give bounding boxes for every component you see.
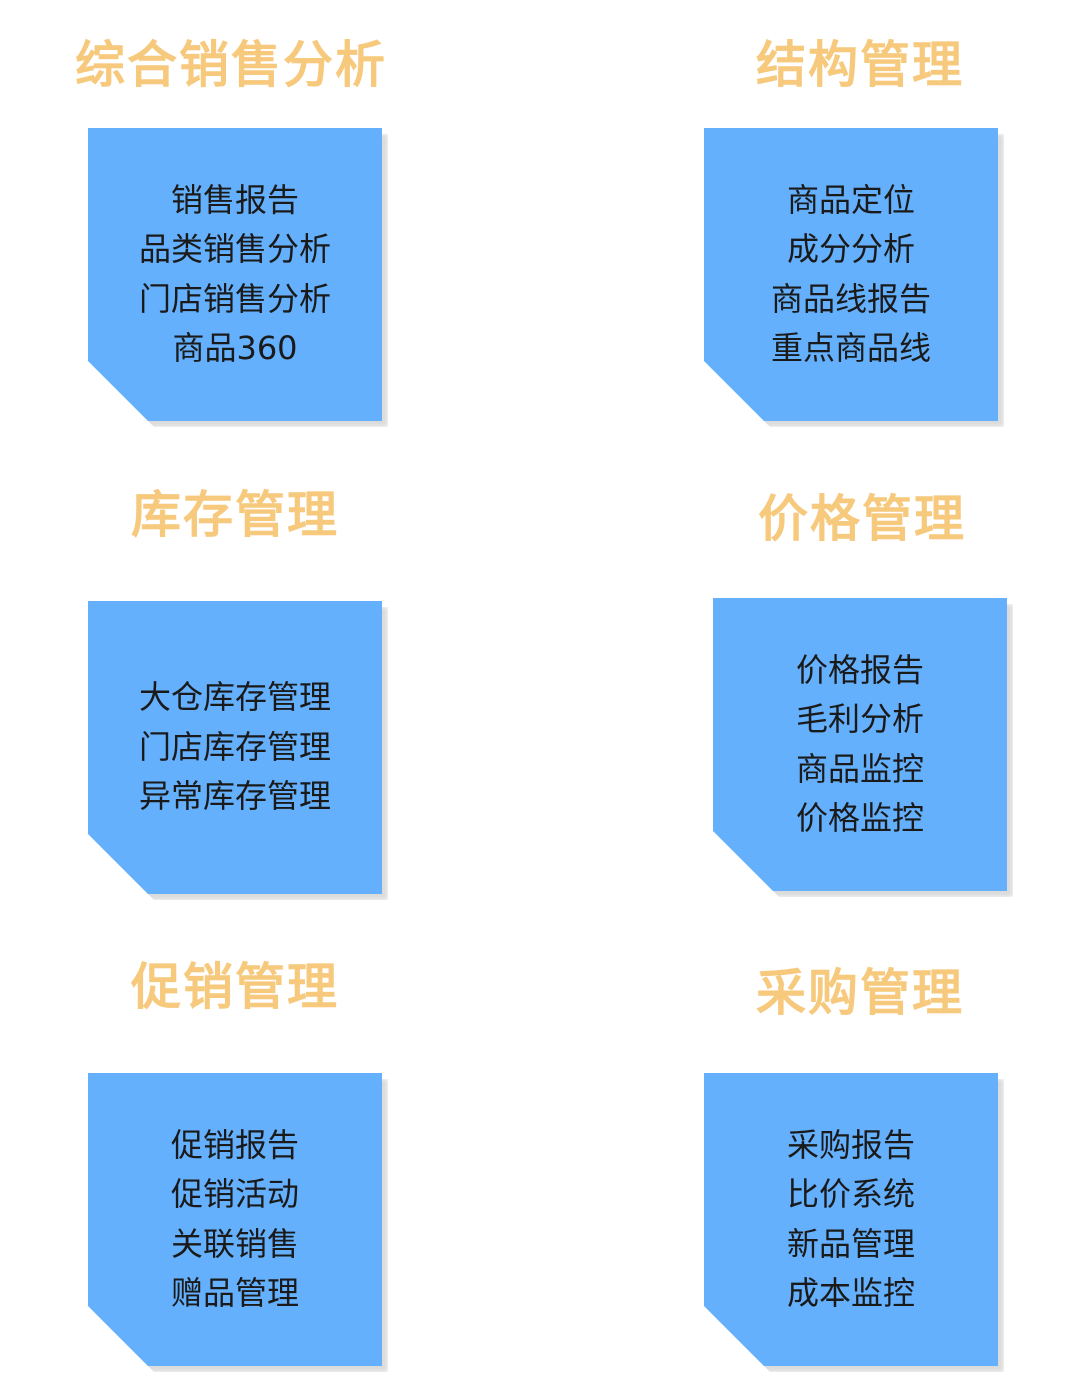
- card-item: 新品管理: [786, 1224, 915, 1263]
- card-procurement: 采购报告 比价系统 新品管理 成本监控: [704, 1073, 998, 1366]
- card-item: 成本监控: [786, 1274, 915, 1312]
- card-item: 门店销售分析: [138, 279, 331, 318]
- card-item: 销售报告: [170, 180, 299, 219]
- card-inventory: 大仓库存管理 门店库存管理 异常库存管理: [88, 601, 382, 894]
- card-item: 异常库存管理: [138, 777, 331, 816]
- card-item: 商品线报告: [770, 279, 931, 318]
- section-title-structure: 结构管理: [756, 36, 964, 94]
- section-title-sales-analysis: 综合销售分析: [75, 36, 387, 94]
- card-structure: 商品定位 成分分析 商品线报告 重点商品线: [704, 128, 998, 421]
- card-item: 品类销售分析: [138, 230, 331, 268]
- section-title-procurement: 采购管理: [756, 964, 964, 1022]
- card-pricing: 价格报告 毛利分析 商品监控 价格监控: [713, 598, 1007, 891]
- card-promotion: 促销报告 促销活动 关联销售 赠品管理: [88, 1073, 382, 1366]
- card-item: 赠品管理: [170, 1274, 299, 1312]
- card-item: 促销活动: [170, 1175, 299, 1213]
- card-item: 毛利分析: [795, 700, 924, 738]
- card-item: 关联销售: [170, 1224, 299, 1263]
- card-item: 价格报告: [795, 650, 924, 689]
- section-title-inventory: 库存管理: [131, 486, 339, 544]
- card-item: 商品定位: [786, 180, 915, 219]
- card-item: 采购报告: [786, 1125, 915, 1164]
- section-title-promotion: 促销管理: [131, 958, 339, 1016]
- card-item: 门店库存管理: [138, 727, 331, 766]
- card-item: 商品360: [172, 329, 298, 367]
- card-item: 比价系统: [786, 1175, 915, 1213]
- card-item: 促销报告: [170, 1125, 299, 1164]
- card-item: 成分分析: [786, 230, 915, 268]
- card-item: 重点商品线: [770, 329, 931, 367]
- card-item: 大仓库存管理: [138, 678, 331, 717]
- card-item: 价格监控: [795, 799, 924, 837]
- card-item: 商品监控: [795, 749, 924, 788]
- card-sales-analysis: 销售报告 品类销售分析 门店销售分析 商品360: [88, 128, 382, 421]
- section-title-pricing: 价格管理: [758, 490, 966, 548]
